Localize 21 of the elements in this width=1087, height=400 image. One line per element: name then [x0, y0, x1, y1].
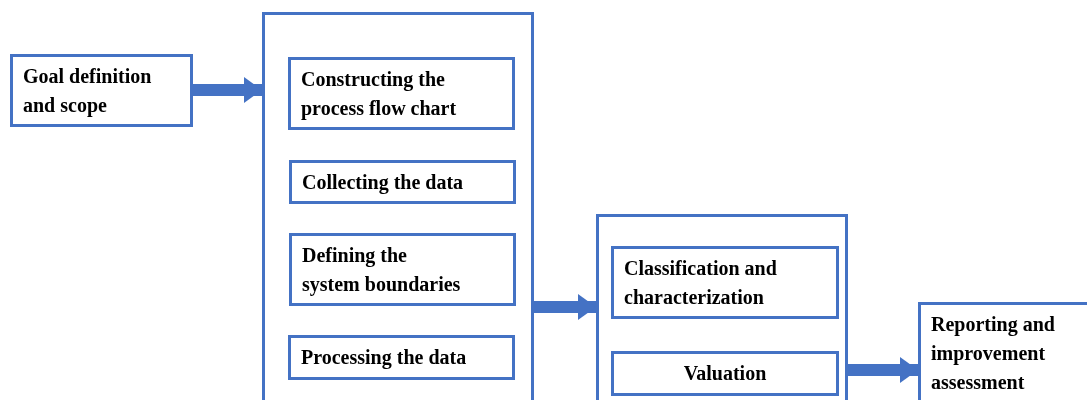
process-box	[611, 246, 839, 319]
group-box	[596, 214, 848, 400]
process-box	[611, 351, 839, 396]
node-label: Processing the data	[300, 345, 468, 371]
group-box	[262, 12, 534, 400]
block-arrow	[534, 294, 596, 320]
block-arrow	[193, 77, 262, 103]
process-box	[289, 160, 516, 204]
node-label: Goal definition and scope	[22, 64, 153, 119]
node-label: Classification and characterization	[623, 256, 778, 310]
node-label: Defining the system boundaries	[301, 243, 462, 298]
block-arrow	[848, 357, 918, 383]
node-label: Collecting the data	[301, 170, 465, 196]
process-box	[288, 335, 515, 380]
process-box	[918, 302, 1087, 400]
node-label: Reporting and improvement assessment	[930, 312, 1056, 395]
node-label: Constructing the process flow chart	[300, 67, 458, 122]
process-box	[288, 57, 515, 130]
node-label: Valuation	[682, 361, 768, 386]
process-box	[10, 54, 193, 127]
process-box	[289, 233, 516, 306]
